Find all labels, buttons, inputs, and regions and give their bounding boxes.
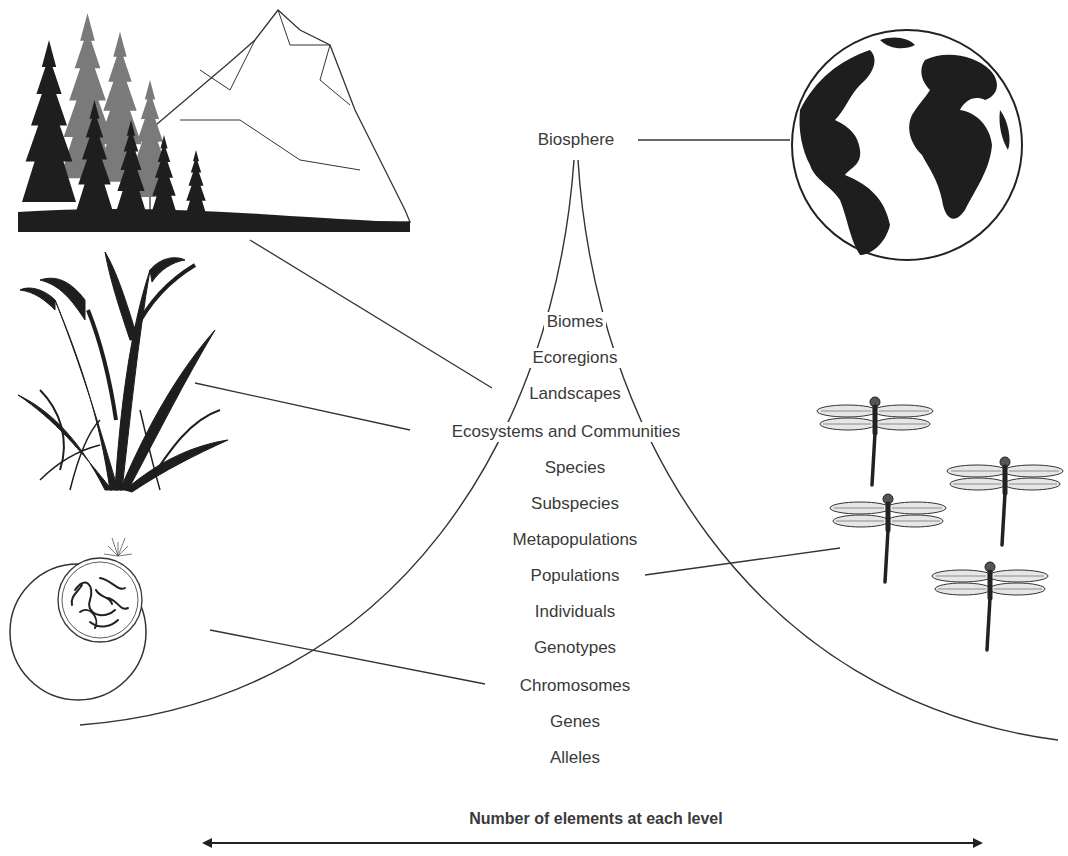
leader-line xyxy=(638,139,790,140)
axis-label: Number of elements at each level xyxy=(466,809,725,829)
level-label: Alleles xyxy=(547,748,603,768)
leader-line xyxy=(645,548,840,575)
leader-line xyxy=(195,383,410,430)
level-label: Chromosomes xyxy=(517,676,634,696)
level-label: Subspecies xyxy=(528,494,622,514)
level-label: Ecoregions xyxy=(529,348,620,368)
level-label: Populations xyxy=(528,566,623,586)
right-curve xyxy=(578,160,1058,740)
level-label: Genotypes xyxy=(531,638,619,658)
level-label: Metapopulations xyxy=(510,530,641,550)
leader-line xyxy=(250,240,492,388)
dragonfly-population xyxy=(817,397,1063,650)
forest-landscape xyxy=(18,10,410,232)
level-label: Individuals xyxy=(532,602,618,622)
level-label: Biosphere xyxy=(535,130,618,150)
left-curve xyxy=(80,160,574,725)
axis-arrow xyxy=(210,842,975,844)
level-label: Biomes xyxy=(544,312,607,332)
globe xyxy=(792,30,1022,260)
level-label: Genes xyxy=(547,712,603,732)
leader-line xyxy=(210,630,485,684)
level-label: Ecosystems and Communities xyxy=(449,422,684,442)
cell-illustration xyxy=(10,538,146,700)
level-label: Species xyxy=(542,458,608,478)
level-label: Landscapes xyxy=(526,384,624,404)
grass-plant xyxy=(18,252,228,492)
